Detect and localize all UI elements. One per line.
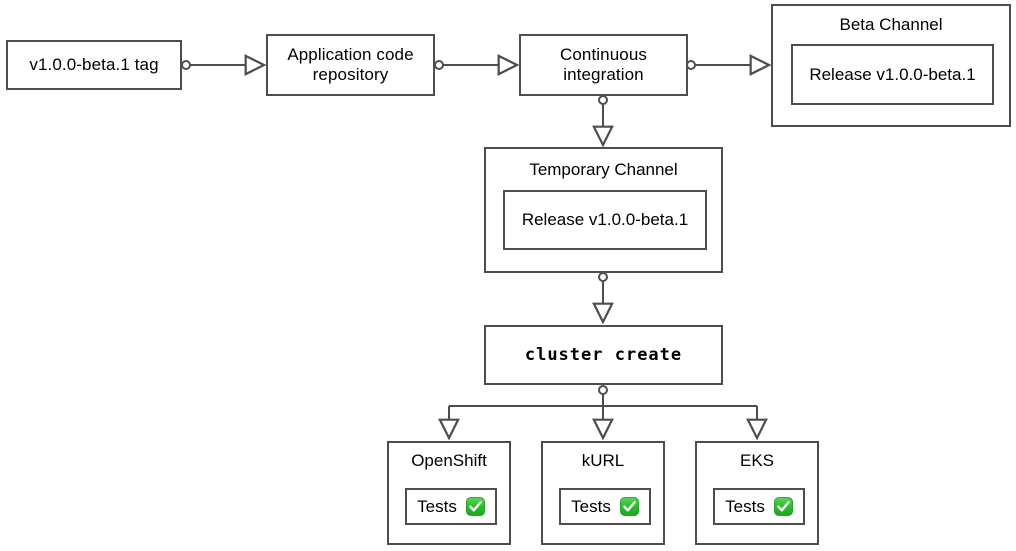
repo-label-line2: repository: [312, 65, 389, 84]
node-application-code-repository[interactable]: Application code repository: [266, 34, 435, 96]
group-eks[interactable]: EKS Tests: [695, 441, 819, 545]
temporary-channel-release-label: Release v1.0.0-beta.1: [521, 210, 689, 229]
group-beta-channel[interactable]: Beta Channel Release v1.0.0-beta.1: [771, 4, 1011, 127]
check-mark-button-icon: [619, 497, 639, 516]
beta-channel-release-label: Release v1.0.0-beta.1: [809, 64, 976, 84]
node-tag[interactable]: v1.0.0-beta.1 tag: [6, 40, 182, 90]
group-beta-channel-title: Beta Channel: [839, 15, 943, 34]
edge-temporary-channel-to-cluster: [599, 272, 607, 322]
edge-cluster-to-platforms: [449, 385, 757, 438]
node-cluster-create-label: cluster create: [524, 344, 683, 365]
edge-ci-to-beta-channel: [686, 61, 769, 69]
edge-tag-to-repo: [181, 61, 264, 69]
repo-label-line1: Application code: [287, 44, 414, 64]
group-kurl[interactable]: kURL Tests: [541, 441, 665, 545]
node-tag-label: v1.0.0-beta.1 tag: [29, 54, 159, 74]
group-temporary-channel-title: Temporary Channel: [529, 160, 678, 179]
ci-label-line1: Continuous: [559, 44, 647, 64]
edge-repo-to-ci: [434, 61, 517, 69]
openshift-tests-box[interactable]: Tests: [405, 488, 497, 525]
check-mark-button-icon: [465, 497, 485, 516]
group-eks-title: EKS: [739, 451, 775, 470]
node-cluster-create[interactable]: cluster create: [484, 325, 723, 385]
node-application-code-repository-label: Application code repository: [287, 45, 413, 85]
group-openshift-title: OpenShift: [411, 451, 487, 470]
check-mark-button-icon: [773, 497, 793, 516]
group-openshift[interactable]: OpenShift Tests: [387, 441, 511, 545]
temporary-channel-release-box[interactable]: Release v1.0.0-beta.1: [503, 190, 707, 250]
ci-label-line2: integration: [563, 65, 644, 84]
group-temporary-channel[interactable]: Temporary Channel Release v1.0.0-beta.1: [484, 147, 723, 273]
group-kurl-title: kURL: [581, 451, 625, 470]
eks-tests-label: Tests: [725, 496, 765, 516]
node-continuous-integration[interactable]: Continuous integration: [519, 34, 688, 96]
beta-channel-release-box[interactable]: Release v1.0.0-beta.1: [791, 44, 994, 105]
kurl-tests-box[interactable]: Tests: [559, 488, 651, 525]
edge-ci-to-temporary-channel: [599, 95, 607, 145]
node-continuous-integration-label: Continuous integration: [560, 45, 647, 85]
openshift-tests-label: Tests: [417, 496, 457, 516]
eks-tests-box[interactable]: Tests: [713, 488, 805, 525]
kurl-tests-label: Tests: [571, 496, 611, 516]
